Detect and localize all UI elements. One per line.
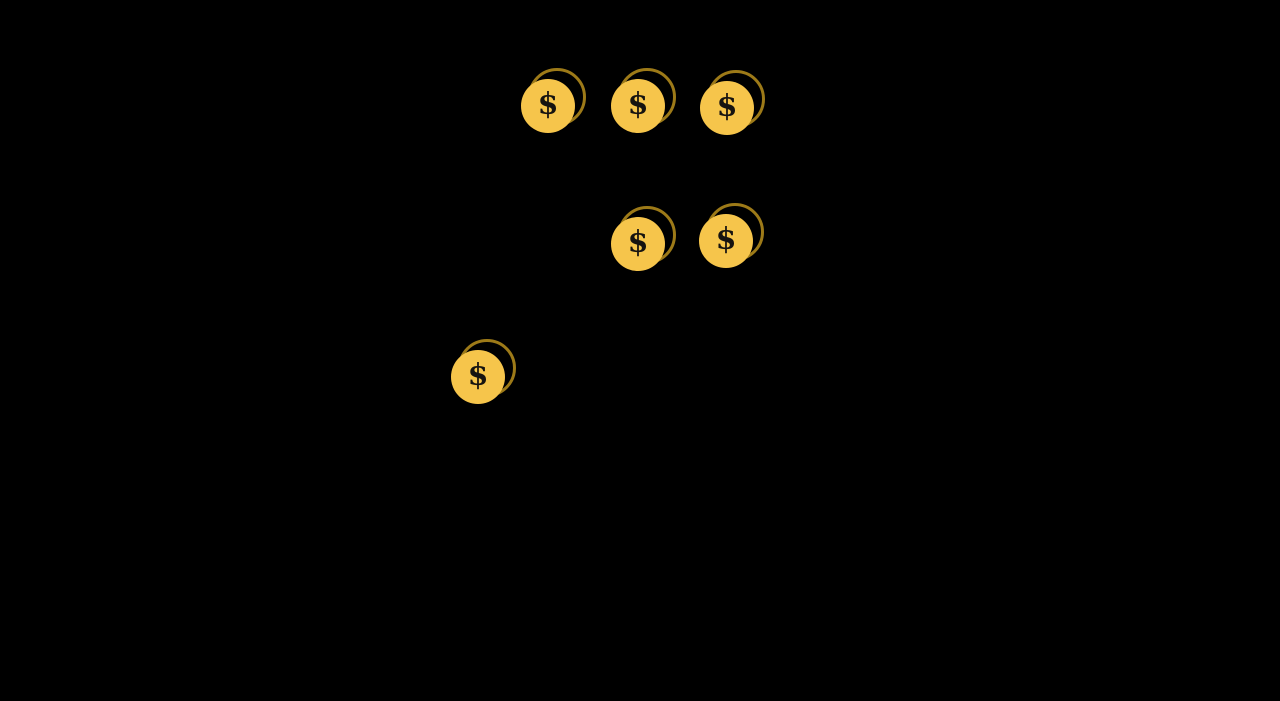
coin-face: $: [451, 350, 505, 404]
coin-6: $: [438, 337, 518, 417]
dollar-sign-icon: $: [627, 225, 649, 260]
coin-face: $: [700, 81, 754, 135]
coin-face: $: [521, 79, 575, 133]
dollar-sign-icon: $: [537, 87, 559, 122]
dollar-sign-icon: $: [716, 89, 738, 124]
coin-1: $: [508, 66, 588, 146]
coin-face: $: [611, 217, 665, 271]
dollar-sign-icon: $: [467, 358, 489, 393]
coin-face: $: [699, 214, 753, 268]
dollar-sign-icon: $: [627, 87, 649, 122]
coin-face: $: [611, 79, 665, 133]
coin-2: $: [598, 66, 678, 146]
coin-3: $: [687, 68, 767, 148]
coin-5: $: [686, 201, 766, 281]
dollar-sign-icon: $: [715, 222, 737, 257]
coin-4: $: [598, 204, 678, 284]
